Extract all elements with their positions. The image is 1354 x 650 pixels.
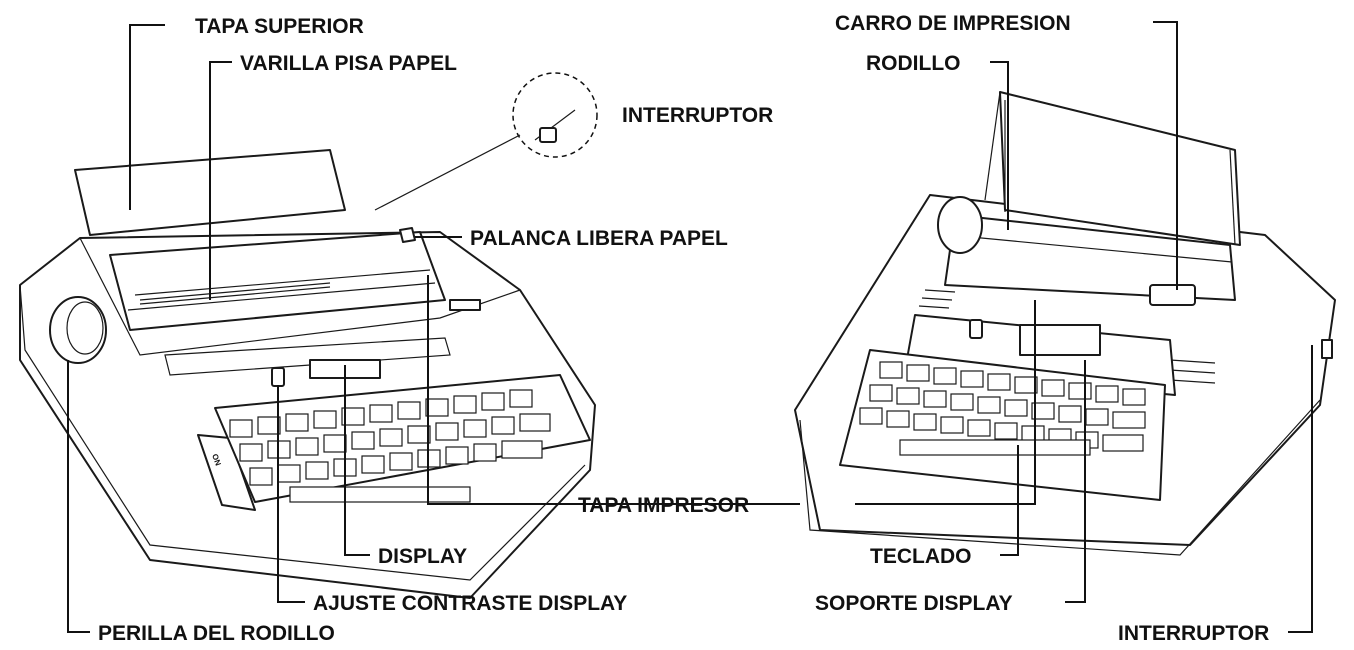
side-power-switch [1321, 339, 1333, 359]
paper-release-lever [399, 227, 416, 243]
platen-knob-left [49, 296, 107, 364]
label-interruptor-bottom: INTERRUPTOR [1118, 622, 1269, 645]
power-switch-callout [374, 72, 598, 211]
left-typewriter-drawing: ON [19, 72, 598, 599]
label-interruptor-top: INTERRUPTOR [622, 104, 773, 127]
right-typewriter-drawing [794, 91, 1336, 556]
label-teclado: TECLADO [870, 545, 972, 568]
label-tapa-impresor: TAPA IMPRESOR [578, 494, 749, 517]
label-ajuste-contraste-display: AJUSTE CONTRASTE DISPLAY [313, 592, 627, 615]
label-perilla-del-rodillo: PERILLA DEL RODILLO [98, 622, 335, 645]
print-carriage [1149, 284, 1196, 306]
label-display: DISPLAY [378, 545, 467, 568]
on-switch-panel: ON [197, 434, 256, 511]
contrast-dial [271, 367, 285, 387]
right-vents [918, 289, 1216, 384]
leader-lines [67, 21, 1313, 633]
label-soporte-display: SOPORTE DISPLAY [815, 592, 1013, 615]
left-keyboard [214, 374, 591, 503]
labels: TAPA SUPERIOR VARILLA PISA PAPEL INTERRU… [98, 12, 1269, 645]
right-keyboard [839, 349, 1166, 501]
paper-bail-bar [139, 282, 331, 305]
label-palanca-libera-papel: PALANCA LIBERA PAPEL [470, 227, 728, 250]
label-varilla-pisa-papel: VARILLA PISA PAPEL [240, 52, 457, 75]
label-carro-de-impresion: CARRO DE IMPRESION [835, 12, 1071, 35]
on-switch-text: ON [210, 453, 223, 468]
label-rodillo: RODILLO [866, 52, 961, 75]
label-tapa-superior: TAPA SUPERIOR [195, 15, 364, 38]
platen-knob-right [937, 196, 983, 254]
